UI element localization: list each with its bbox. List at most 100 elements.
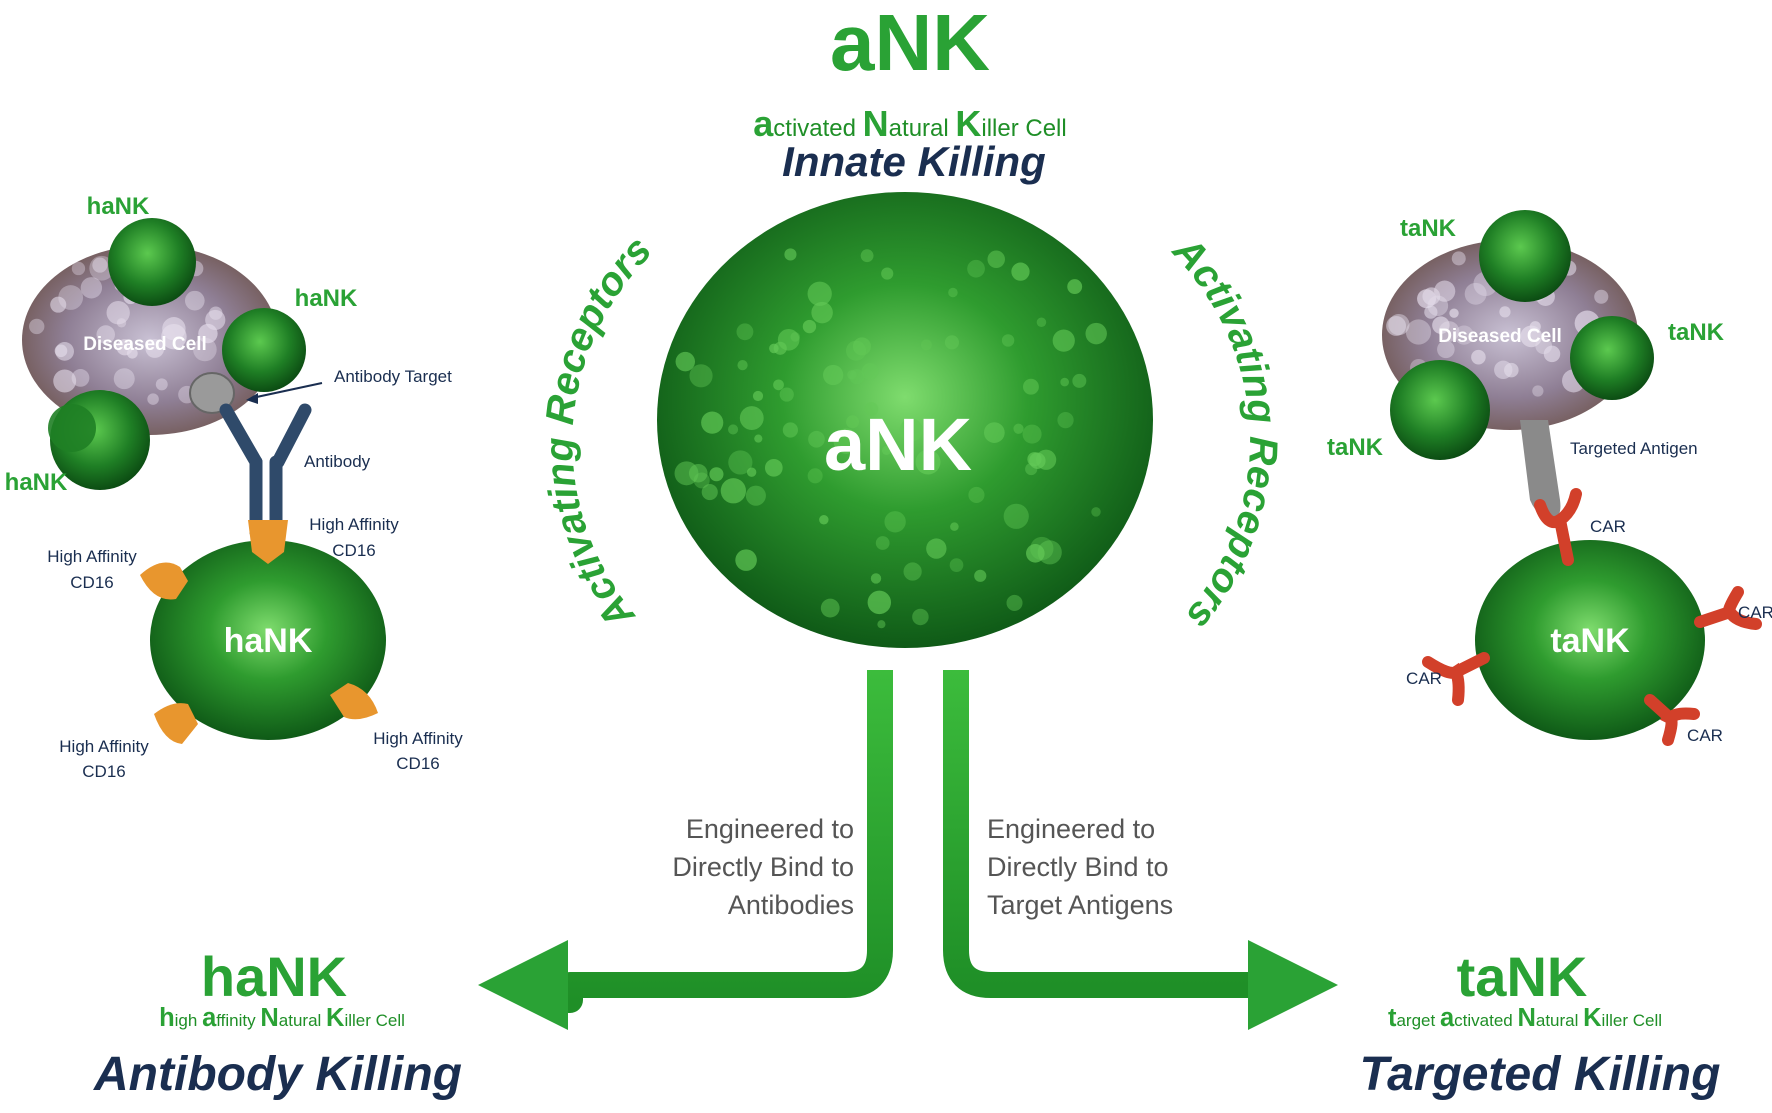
texture-dot [155,378,168,391]
texture-dot [675,351,695,372]
tank-small-cell-3 [1390,360,1490,460]
texture-dot [926,538,947,559]
texture-dot [1451,251,1466,266]
antibody-target-pointer-head [246,393,258,404]
texture-dot [784,248,797,261]
acronym-initial: N [1517,1004,1535,1032]
tank-title: taNK [1457,945,1588,1008]
texture-dot [80,277,103,299]
texture-dot [782,422,798,438]
texture-dot [1052,329,1075,352]
texture-dot [113,368,135,390]
cd16-label-br-1: High Affinity [373,729,463,748]
texture-dot [29,318,45,335]
texture-dot [688,463,708,483]
cd16-label-top-2: CD16 [332,541,375,560]
texture-dot [819,515,829,525]
car-label-left: CAR [1406,669,1442,688]
texture-dot [1011,262,1030,281]
antibody-target-label: Antibody Target [334,367,452,386]
texture-dot [920,339,932,351]
acronym-rest: arget [1396,1011,1439,1030]
texture-dot [1424,305,1438,319]
tank-label-1: taNK [1400,215,1457,242]
texture-dot [864,402,879,416]
svg-text:Directly Bind to: Directly Bind to [987,852,1169,882]
car-label-bottom: CAR [1687,726,1723,745]
targeted-killing-label: Targeted Killing [1360,1048,1721,1101]
texture-dot [807,468,823,484]
texture-dot [1449,308,1459,318]
texture-dot [881,445,892,456]
texture-dot [1036,317,1047,328]
targeted-antigen-label: Targeted Antigen [1570,439,1698,458]
texture-dot [983,422,1005,443]
texture-dot [1594,289,1609,304]
texture-dot [193,337,217,362]
acronym-rest: atural [279,1011,326,1030]
cd16-label-left-2: CD16 [70,573,113,592]
acronym-initial: N [260,1004,278,1032]
texture-dot [881,267,894,280]
texture-dot [912,608,929,626]
ank-acronym: activated Natural Killer Cell [753,103,1066,144]
acronym-rest: iller Cell [344,1011,404,1030]
cd16-label-top-1: High Affinity [309,515,399,534]
texture-dot [847,369,857,380]
hank-acronym: high affinity Natural Killer Cell [159,1004,405,1032]
texture-dot [922,450,932,461]
texture-dot [161,323,187,350]
texture-dot [903,562,922,581]
tank-label-2: taNK [1668,319,1725,346]
texture-dot [1067,279,1083,295]
texture-dot [145,339,165,358]
cd16-label-bl-2: CD16 [82,762,125,781]
texture-dot [689,364,713,388]
car-receptor-left [1422,652,1490,706]
texture-dot [1085,322,1107,345]
texture-dot [1388,313,1410,336]
texture-dot [811,301,833,324]
texture-dot [1532,385,1544,397]
texture-dot [198,323,218,344]
ank-cell: aNK [657,192,1153,648]
texture-dot [875,536,890,550]
texture-dot [849,369,865,385]
texture-dot [852,337,871,356]
texture-dot [764,458,783,477]
texture-dot [728,424,739,435]
texture-dot [769,343,779,354]
texture-dot [884,511,906,533]
svg-text:Directly Bind to: Directly Bind to [672,852,854,882]
hank-small-cell-3-lobe [48,404,96,452]
acronym-rest: ctivated [773,115,862,142]
texture-dot [736,323,754,341]
acronym-initial: K [955,103,981,144]
texture-dot [968,486,985,504]
texture-dot [1013,423,1024,434]
acronym-initial: a [202,1004,217,1032]
ank-title: aNK [830,0,990,87]
cd16-receptor-bottom-left [154,703,198,744]
left-path-description: Engineered to Directly Bind to Antibodie… [672,814,854,920]
texture-dot [845,340,867,361]
svg-text:Engineered to: Engineered to [686,814,854,844]
texture-dot [1003,503,1029,529]
texture-dot [899,418,923,442]
texture-dot [92,257,108,273]
texture-dot [728,450,753,475]
texture-dot [846,415,860,429]
antibody-icon [219,403,312,539]
hank-label-3: haNK [5,469,68,496]
texture-dot [1386,316,1407,336]
tank-small-cell-1 [1479,210,1571,302]
hank-cell-label: haNK [224,622,313,660]
texture-dot [745,485,766,506]
texture-dot [987,250,1005,269]
hank-label-1: haNK [87,193,150,220]
texture-dot [833,428,859,454]
texture-dot [1026,544,1045,563]
hank-cell [150,540,386,740]
texture-dot [950,522,959,531]
